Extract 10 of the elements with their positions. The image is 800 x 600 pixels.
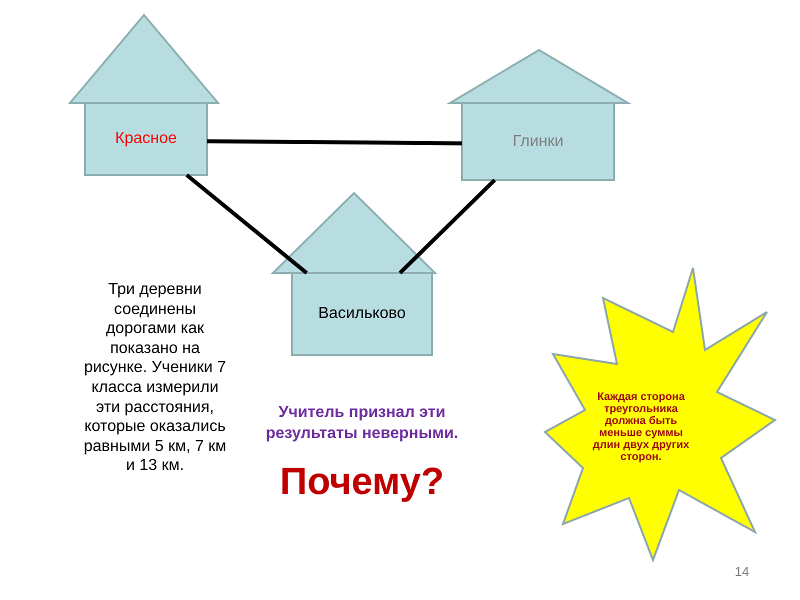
- road-line: [398, 178, 496, 274]
- village-name: Васильково: [317, 304, 407, 324]
- question-heading: Почему?: [278, 460, 446, 505]
- teacher-note: Учитель признал эти результаты неверными.: [264, 403, 460, 444]
- village-name: Глинки: [512, 132, 564, 152]
- road-line: [206, 139, 462, 146]
- problem-text: Три деревни соединены дорогами как показано на рисунке. Ученики 7 класса измерили эти расстояния, которые оказались равными 5 км, 7 км и 13 км.: [82, 280, 228, 476]
- village-name: Красное: [114, 129, 178, 149]
- page-number: 14: [734, 564, 750, 580]
- hint-text: Каждая сторона треугольника должна быть меньше суммы длин двух других сторон.: [592, 390, 690, 465]
